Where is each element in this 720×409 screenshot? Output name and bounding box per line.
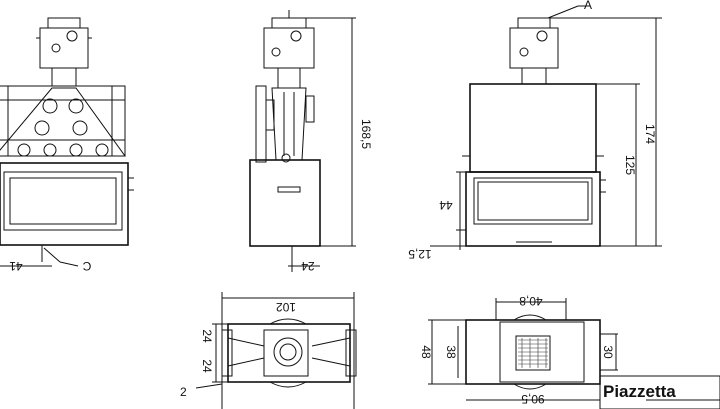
dim-48-label: 48	[419, 345, 433, 359]
callout-c-label: C	[82, 259, 91, 273]
dim-174-label: 174	[643, 124, 657, 144]
dim-30-label: 30	[601, 345, 615, 359]
dim-168-5-label: 168,5	[359, 119, 373, 149]
callout-a-label: A	[584, 0, 592, 12]
dim-41-label: 41	[9, 259, 23, 273]
side-view	[249, 10, 356, 272]
brand-logo: Piazzetta	[603, 382, 676, 401]
grille	[518, 338, 548, 368]
dim-90-5-label: 90,5	[521, 392, 545, 406]
dim-24-top-a-label: 24	[200, 329, 214, 343]
top-plan-view-right	[428, 298, 618, 401]
dim-40-8-label: 40,8	[519, 294, 543, 308]
dim-12-5-label: 12,5	[408, 247, 432, 261]
dim-24-side-label: 24	[301, 259, 315, 273]
dim-38-label: 38	[444, 345, 458, 359]
dim-102-label: 102	[276, 300, 296, 314]
top-plan-view	[195, 292, 357, 409]
front-view	[0, 17, 134, 267]
dim-44-label: 44	[439, 198, 453, 212]
brand-box	[599, 375, 720, 409]
dim-125-label: 125	[623, 155, 637, 175]
dim-24-top-b-label: 24	[200, 359, 214, 373]
back-view	[430, 5, 662, 250]
dim-2-label: 2	[180, 385, 187, 399]
